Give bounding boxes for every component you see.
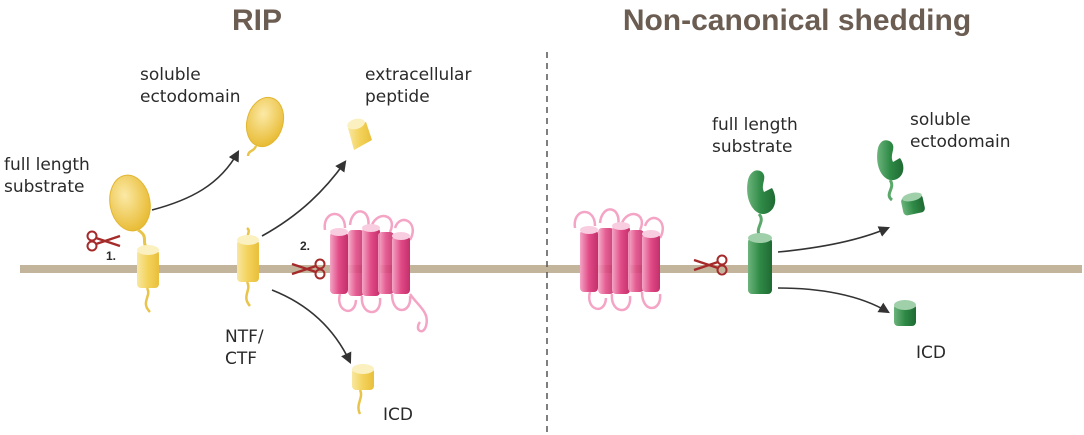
label-full-length-substrate-left: full length substrate (4, 155, 95, 197)
icd-fragment-right (894, 300, 916, 326)
ntf-ctf-fragment (237, 227, 259, 307)
step-2-label: 2. (300, 239, 310, 253)
soluble-ectodomain-left (245, 96, 285, 157)
arrow-icon (151, 150, 240, 211)
step-1-label: 1. (106, 249, 116, 263)
membrane (20, 265, 1082, 273)
icd-fragment-left (352, 364, 374, 415)
label-icd-left: ICD (383, 405, 413, 425)
label-full-length-substrate-right: full length substrate (712, 115, 803, 157)
arrow-icon (271, 289, 352, 365)
scissors-icon (86, 230, 121, 252)
arrow-icon (261, 160, 347, 237)
soluble-ectodomain-right (877, 140, 925, 216)
label-ntf-ctf: NTF/ CTF (225, 327, 269, 369)
label-extracellular-peptide: extracellular peptide (365, 65, 477, 107)
title-rip: RIP (232, 4, 282, 37)
full-length-substrate-right (747, 170, 776, 294)
title-non-canonical-shedding: Non-canonical shedding (623, 4, 971, 37)
full-length-substrate-left (109, 174, 159, 313)
protease-right (573, 208, 664, 312)
arrow-icon (777, 226, 891, 253)
label-icd-right: ICD (916, 343, 946, 363)
label-soluble-ectodomain-right: soluble ectodomain (910, 110, 1011, 152)
protease-left (323, 210, 429, 333)
label-soluble-ectodomain-left: soluble ectodomain (140, 65, 241, 107)
scissors-icon (291, 258, 326, 280)
extracellular-peptide (347, 118, 372, 150)
scissors-icon (693, 254, 728, 276)
arrow-icon (777, 287, 890, 314)
